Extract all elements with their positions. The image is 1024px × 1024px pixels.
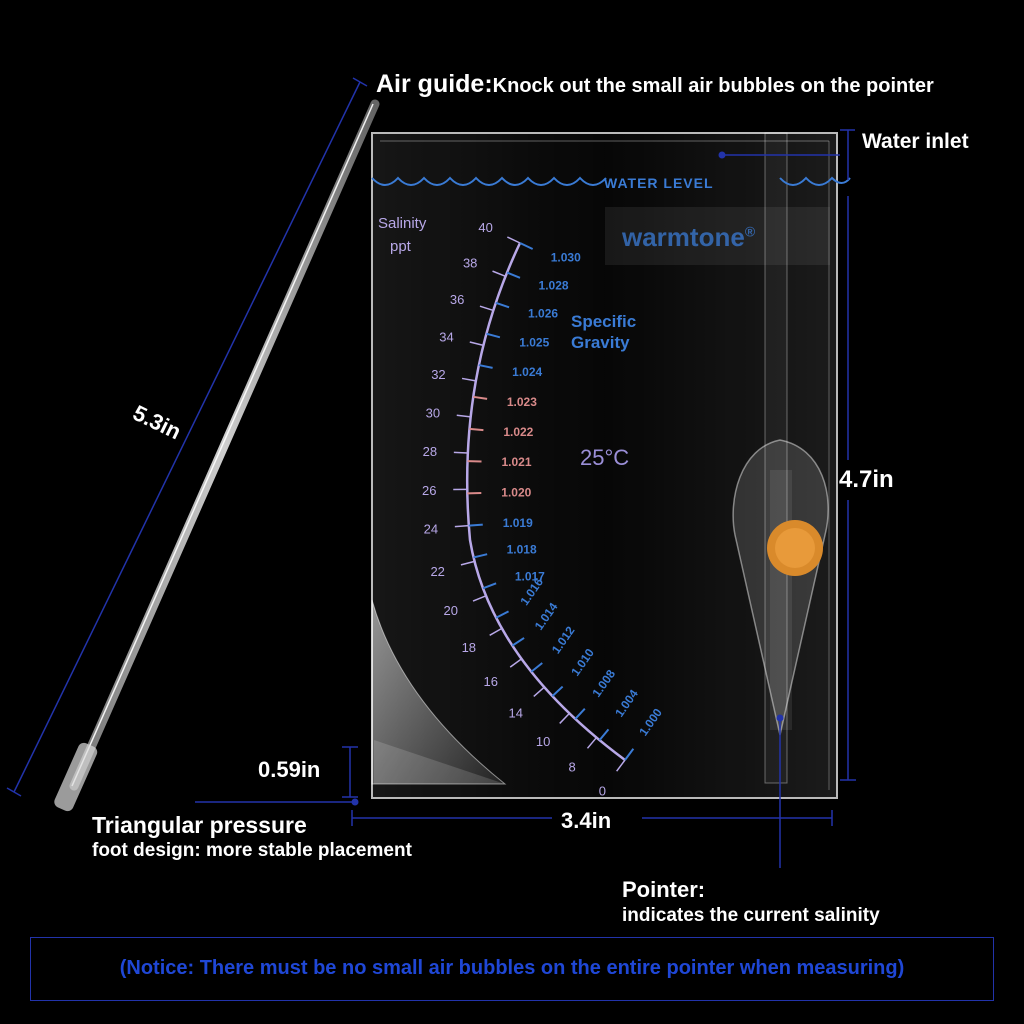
ppt-tick <box>479 305 494 312</box>
sg-tick <box>506 271 521 279</box>
sg-tick-label: 1.019 <box>503 516 533 530</box>
ppt-tick <box>453 451 468 454</box>
ppt-tick-label: 36 <box>450 292 464 307</box>
pointer-title-label: Pointer: <box>622 877 706 902</box>
air-guide-desc: Knock out the small air bubbles on the p… <box>492 75 934 97</box>
ppt-tick <box>489 627 503 636</box>
sg-tick <box>511 637 525 647</box>
specific-gravity-line1: Specific <box>571 312 637 331</box>
sg-tick <box>574 707 586 720</box>
ppt-tick-label: 30 <box>426 406 440 421</box>
scale-ticks: 40 38 36 34 32 30 28 26 24 22 20 18 16 14 10 8 0 1.030 1.0… <box>422 220 665 799</box>
width-dimension-label: 3.4in <box>561 808 612 833</box>
sg-tick <box>624 748 635 761</box>
sg-tick-label: 1.024 <box>512 365 542 379</box>
sg-tick <box>598 728 610 741</box>
annotation-lines <box>195 129 856 868</box>
ppt-tick <box>507 236 521 244</box>
ppt-tick-label: 40 <box>478 220 492 235</box>
sg-tick-label: 1.025 <box>519 336 549 350</box>
sg-tick-label: 1.020 <box>501 486 531 500</box>
ppt-tick-label: 24 <box>424 521 438 536</box>
ppt-tick <box>586 737 598 749</box>
ppt-tick-label: 34 <box>439 329 453 344</box>
sg-tick-label: 1.023 <box>507 395 537 409</box>
water-inlet-label: Water inlet <box>862 130 969 153</box>
sg-tick-label: 1.018 <box>507 543 537 557</box>
sg-tick-label: 1.030 <box>551 251 581 265</box>
sg-tick-label: 1.026 <box>528 307 558 321</box>
foot-title-label: Triangular pressure <box>92 812 307 838</box>
ppt-tick-label: 22 <box>430 564 444 579</box>
pointer-desc-label: indicates the current salinity <box>622 905 880 926</box>
ppt-tick-label: 10 <box>536 734 550 749</box>
sg-tick <box>486 332 501 339</box>
ppt-tick-label: 38 <box>463 255 477 270</box>
ppt-tick <box>509 658 522 668</box>
water-level-label: WATER LEVEL <box>604 175 714 191</box>
sg-tick <box>551 685 564 697</box>
ppt-tick-label: 8 <box>568 760 575 775</box>
sg-tick-label: 1.022 <box>503 425 533 439</box>
ppt-tick <box>472 595 487 602</box>
hydrometer-body <box>371 132 838 799</box>
ppt-tick <box>559 712 570 724</box>
brand-logo: warmtone® <box>622 222 755 253</box>
sg-tick <box>473 395 488 400</box>
temperature-label: 25°C <box>580 445 630 470</box>
ppt-tick <box>469 341 484 347</box>
air-guide-title: Air guide: <box>376 70 493 98</box>
ppt-tick <box>533 686 545 698</box>
sg-tick <box>473 553 488 559</box>
ppt-tick <box>456 414 471 418</box>
sg-tick <box>495 610 510 619</box>
sg-tick <box>468 523 483 527</box>
ppt-tick-label: 18 <box>462 640 476 655</box>
logo-plate <box>605 207 830 265</box>
sg-tick <box>478 364 493 369</box>
ppt-tick-label: 14 <box>509 705 523 720</box>
ppt-tick <box>460 560 475 566</box>
ppt-tick-label: 16 <box>484 674 498 689</box>
sg-tick <box>482 582 497 590</box>
salinity-unit: ppt <box>390 238 411 255</box>
pointer-float <box>732 439 829 736</box>
sg-tick-label: 1.021 <box>501 455 531 469</box>
length-dimension-line <box>6 77 368 797</box>
air-guide-rod <box>54 99 380 812</box>
ppt-tick <box>461 377 476 382</box>
specific-gravity-line2: Gravity <box>571 333 630 352</box>
scale-arc <box>465 242 626 762</box>
sg-tick <box>519 242 534 250</box>
notice-text: (Notice: There must be no small air bubb… <box>119 957 905 979</box>
ppt-tick-label: 0 <box>599 783 606 798</box>
ppt-tick-label: 32 <box>431 367 445 382</box>
registered-mark: ® <box>744 223 756 240</box>
sg-tick <box>495 301 510 309</box>
foot-height-label: 0.59in <box>258 757 321 782</box>
water-level-waves <box>371 176 851 186</box>
ppt-tick <box>492 270 506 277</box>
specific-gravity-title: Specific Gravity <box>571 311 636 353</box>
air-guide-label: Air guide:Knock out the small air bubble… <box>376 70 934 99</box>
sg-tick <box>469 427 484 432</box>
notice-box: (Notice: There must be no small air bubb… <box>30 937 994 1001</box>
height-dimension-label: 4.7in <box>839 466 894 493</box>
sg-tick-label: 1.028 <box>539 278 569 292</box>
ppt-tick-label: 28 <box>423 444 437 459</box>
sg-tick <box>530 662 543 673</box>
foot-desc-label: foot design: more stable placement <box>92 840 412 861</box>
brand-name: warmtone <box>622 222 745 252</box>
ppt-tick-label: 20 <box>444 603 458 618</box>
ppt-tick <box>454 524 469 528</box>
sg-tick-label: 1.017 <box>515 569 545 583</box>
salinity-title: Salinity <box>378 215 427 232</box>
ppt-tick <box>616 759 626 772</box>
ppt-tick-label: 26 <box>422 483 436 498</box>
